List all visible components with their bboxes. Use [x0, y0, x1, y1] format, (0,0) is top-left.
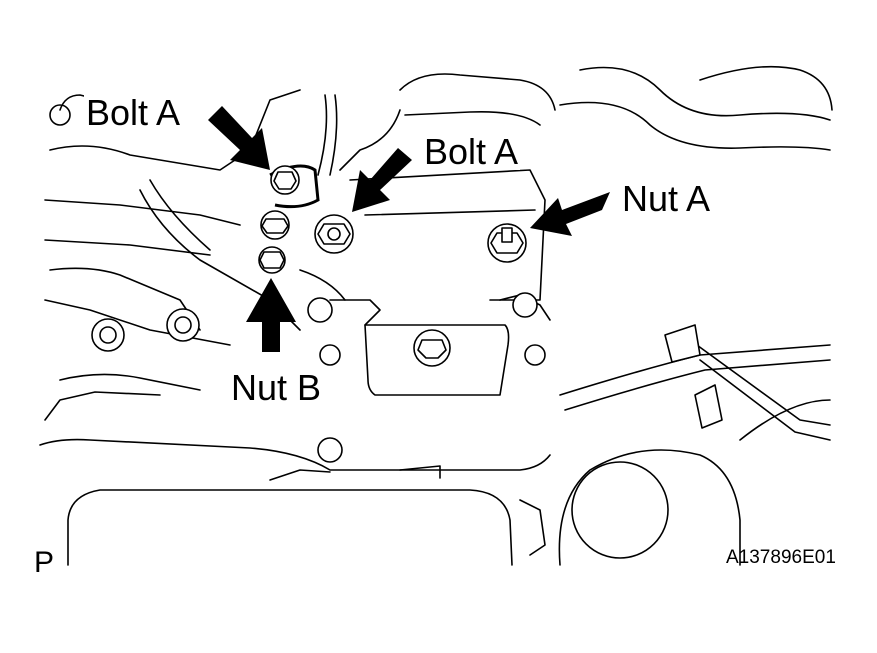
label-bolt-a-right: Bolt A	[422, 131, 521, 172]
label-bolt-a-left: Bolt A	[84, 92, 183, 133]
callout-arrows	[208, 106, 610, 352]
arrow-bolt-a-right	[352, 148, 412, 212]
figure-id: A137896E01	[726, 547, 836, 568]
arrow-nut-a	[530, 192, 610, 236]
view-code: P	[34, 546, 55, 579]
background-components	[39, 65, 833, 566]
nut-b	[258, 246, 286, 274]
bolt-a-right	[314, 214, 354, 254]
label-nut-a: Nut A	[620, 178, 713, 219]
label-nut-b: Nut B	[229, 367, 324, 408]
arrow-bolt-a-left	[208, 106, 270, 170]
fasteners	[258, 94, 527, 274]
arrow-nut-b	[246, 278, 296, 352]
